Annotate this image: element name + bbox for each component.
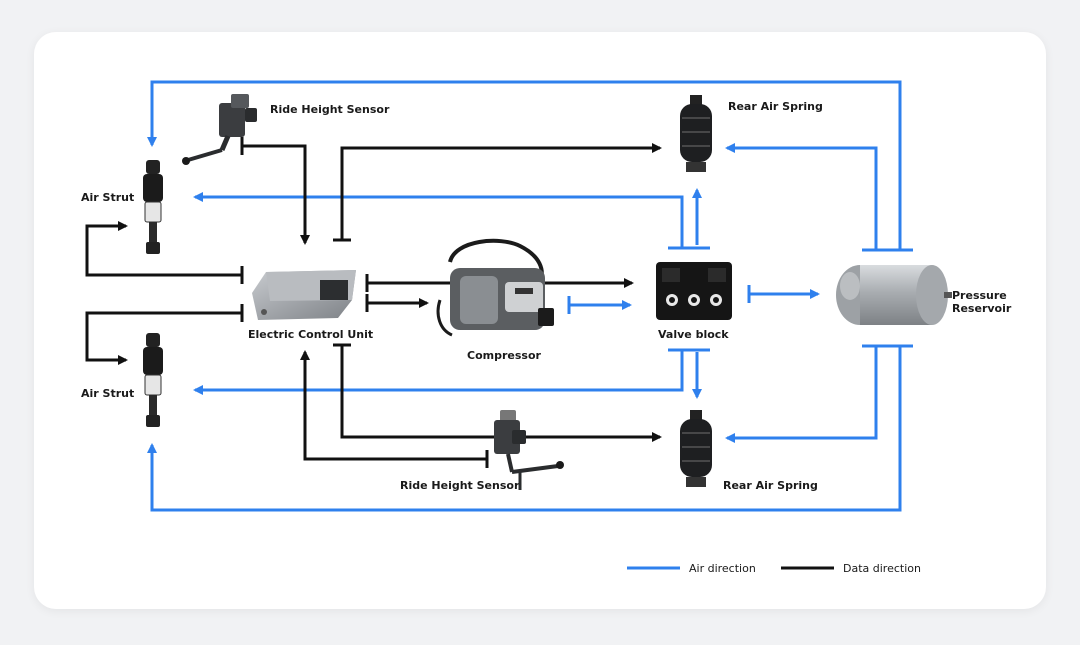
data-line-sensor-top-to-ecu [242,144,310,245]
label-ecu: Electric Control Unit [248,328,373,341]
compressor-icon [436,238,554,337]
air-lines [147,80,913,512]
data-line-ecu-to-rear-spring-top [340,143,662,240]
valve-block-icon [656,262,732,320]
air-line-valve-to-strut-top [193,192,684,248]
air-strut-icon [143,333,163,427]
rear-air-spring-icon [680,410,712,487]
label-air-strut-bottom: Air Strut [81,387,134,400]
label-compressor: Compressor [467,349,542,362]
air-line-reservoir-to-rear-spring-top [725,143,878,250]
pressure-reservoir-icon [836,265,952,325]
label-air-strut-top: Air Strut [81,191,134,204]
label-ride-height-sensor-bottom: Ride Height Sensor [400,479,520,492]
legend: Air direction Data direction [627,562,921,575]
data-line-ecu-to-rear-spring-bottom [340,345,662,442]
air-line-bottom-loop [147,346,902,512]
data-line-sensor-bottom-to-ecu [300,350,487,461]
air-strut-icon [143,160,163,254]
legend-data-label: Data direction [843,562,921,575]
air-line-reservoir-to-rear-spring-bottom [725,346,878,443]
label-reservoir-line2: Reservoir [952,302,1012,315]
label-rear-air-spring-top: Rear Air Spring [728,100,823,113]
ecu-icon [252,270,356,320]
label-ride-height-sensor-top: Ride Height Sensor [270,103,390,116]
label-rear-air-spring-bottom: Rear Air Spring [723,479,818,492]
rear-air-spring-icon [680,95,712,172]
label-valve-block: Valve block [658,328,729,341]
ride-height-sensor-icon [182,94,257,165]
data-lines [85,137,662,468]
air-line-top-loop [147,80,902,250]
air-line-valve-to-strut-bottom [193,350,684,395]
data-line-ecu-to-strut-top [85,221,242,277]
data-line-ecu-to-strut-bottom [85,311,242,365]
label-reservoir-line1: Pressure [952,289,1007,302]
legend-air-label: Air direction [689,562,756,575]
ride-height-sensor-icon [494,410,564,490]
